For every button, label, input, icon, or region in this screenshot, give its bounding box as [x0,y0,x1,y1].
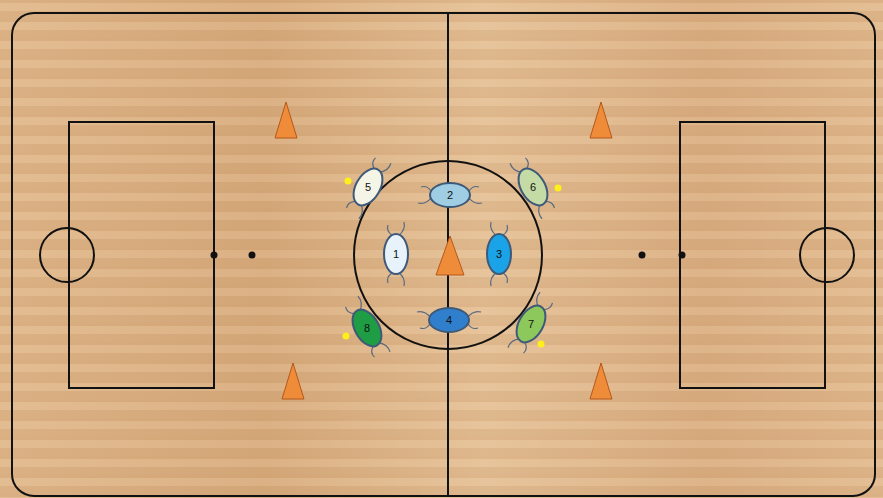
player-marker: 8 [343,304,391,352]
player-number: 6 [530,182,536,193]
player-body [487,234,511,274]
player-marker: 7 [507,300,555,348]
player-arm [369,346,378,357]
player-number: 4 [446,315,452,326]
player-arm [503,225,508,235]
goal-circle [40,228,94,282]
center-circle [354,161,542,349]
player-arm [522,158,531,169]
cone [282,363,304,399]
player-marker: 1 [372,230,420,278]
penalty-spot [249,252,256,259]
player-number: 1 [393,249,399,260]
player-body [430,183,470,207]
court-boundary [12,13,875,496]
player-marker: 5 [344,163,392,211]
penalty-area [680,122,825,388]
player-arm [468,324,478,329]
cone [590,102,612,138]
player-body [511,301,552,348]
cone [275,102,297,138]
player-marker: 3 [475,230,523,278]
player-body [429,308,469,332]
cone [590,363,612,399]
player-body [384,234,408,274]
player-number: 7 [528,319,534,330]
player-marker: 4 [425,296,473,344]
ball [555,185,562,192]
player-body [513,164,554,211]
player-marker: 2 [426,171,474,219]
goal-circle [800,228,854,282]
player-marker: 6 [509,163,557,211]
player-arm [421,187,431,192]
player-arm [469,187,479,192]
player-body [347,305,388,352]
player-number: 3 [496,249,502,260]
penalty-area [69,122,214,388]
penalty-spot [211,252,218,259]
player-number: 8 [364,323,370,334]
player-arm [388,273,393,283]
player-number: 5 [365,182,371,193]
player-arm [370,158,379,169]
ball [343,333,350,340]
player-body [348,164,389,211]
player-number: 2 [447,190,453,201]
player-arm [503,273,508,283]
cone [436,236,464,275]
player-arm [520,342,529,353]
penalty-spot [639,252,646,259]
penalty-spot [679,252,686,259]
ball [538,341,545,348]
player-arm [388,225,393,235]
player-arm [420,324,430,329]
ball [345,178,352,185]
